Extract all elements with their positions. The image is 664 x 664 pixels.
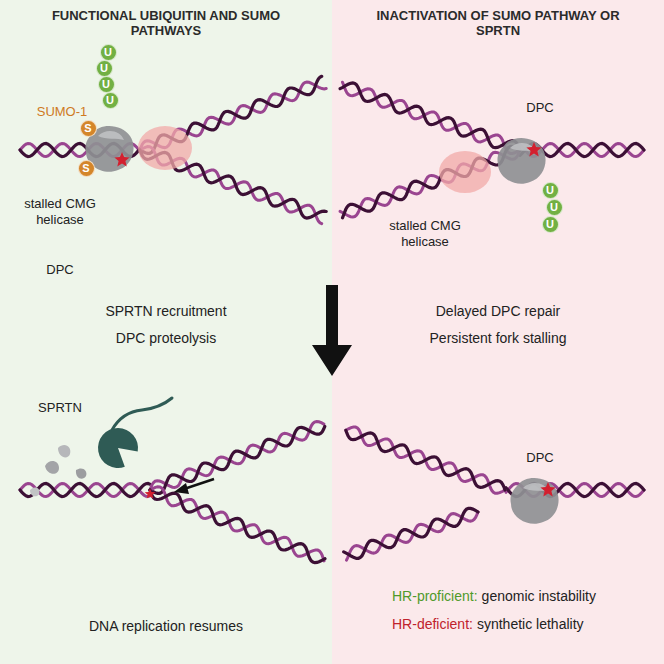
panel: FUNCTIONAL UBIQUITIN AND SUMO PATHWAYSUU… bbox=[0, 0, 332, 664]
crosslink-star bbox=[540, 482, 555, 497]
dna-strand bbox=[343, 82, 521, 153]
dpc-fragment bbox=[58, 445, 70, 457]
sprtn-tail bbox=[112, 398, 172, 430]
direction-arrowhead bbox=[174, 483, 189, 494]
crosslink-star bbox=[114, 152, 129, 167]
text-label: SPRTN bbox=[38, 400, 82, 416]
crosslink-star bbox=[145, 488, 156, 498]
text-label: DNA replication resumes bbox=[89, 618, 243, 635]
panel-heading: INACTIVATION OF SUMO PATHWAY OR SPRTN bbox=[362, 8, 634, 38]
panel: INACTIVATION OF SUMO PATHWAY OR SPRTNUUU… bbox=[332, 0, 664, 664]
cmg-helicase bbox=[439, 151, 491, 193]
dpc-fragment bbox=[45, 461, 59, 474]
text-label: HR-proficient: bbox=[392, 588, 478, 605]
text-label: stalled CMG helicase bbox=[382, 218, 468, 249]
direction-arrow bbox=[184, 479, 214, 489]
dna-strand bbox=[346, 430, 505, 490]
text-label: Persistent fork stalling bbox=[430, 330, 567, 347]
modifier-letter: U bbox=[100, 63, 108, 74]
modifier-letter: U bbox=[546, 219, 554, 230]
text-label: DPC bbox=[526, 100, 553, 116]
modifier-circle: U bbox=[546, 199, 563, 216]
modifier-letter: U bbox=[546, 185, 554, 196]
dna-strand bbox=[343, 147, 521, 218]
text-label: DPC bbox=[526, 450, 553, 466]
modifier-letter: U bbox=[550, 202, 558, 213]
modifier-circle: S bbox=[80, 120, 97, 137]
modifier-letter: U bbox=[106, 95, 114, 106]
text-label: DPC proteolysis bbox=[116, 330, 216, 347]
modifier-letter: U bbox=[104, 47, 112, 58]
modifier-circle: U bbox=[542, 216, 559, 233]
dna-strand bbox=[150, 426, 325, 493]
dpc-fragment bbox=[76, 468, 86, 478]
dna-strand bbox=[150, 487, 324, 561]
modifier-letter: S bbox=[84, 123, 91, 134]
modifier-circle: U bbox=[96, 60, 113, 77]
text-label: synthetic lethality bbox=[477, 616, 584, 633]
dna-strand bbox=[150, 422, 324, 491]
modifier-letter: S bbox=[82, 163, 89, 174]
cmg-helicase bbox=[138, 126, 192, 170]
dpc-fragment bbox=[30, 487, 39, 496]
text-label: Delayed DPC repair bbox=[436, 303, 561, 320]
dna-strand bbox=[340, 83, 520, 150]
text-label: SPRTN recruitment bbox=[105, 303, 226, 320]
dna-strand bbox=[340, 150, 520, 217]
down-arrow bbox=[312, 285, 352, 376]
modifier-letter: U bbox=[102, 79, 110, 90]
dna-strand bbox=[150, 490, 325, 563]
modifier-circle: U bbox=[100, 44, 117, 61]
dpc-protein bbox=[497, 138, 545, 184]
crosslink-star bbox=[526, 142, 541, 157]
dna-strand bbox=[346, 427, 505, 493]
modifier-circle: U bbox=[542, 182, 559, 199]
dna-strand bbox=[347, 512, 479, 560]
dna-strand bbox=[344, 508, 478, 558]
text-label: genomic instability bbox=[482, 588, 596, 605]
dpc-protein bbox=[510, 478, 558, 524]
modifier-circle: U bbox=[98, 76, 115, 93]
modifier-circle: S bbox=[78, 160, 95, 177]
text-label: DPC bbox=[46, 262, 73, 278]
text-label: HR-deficient: bbox=[392, 616, 473, 633]
dna-strand bbox=[20, 484, 150, 497]
panel-heading: FUNCTIONAL UBIQUITIN AND SUMO PATHWAYS bbox=[30, 8, 302, 38]
text-label: stalled CMG helicase bbox=[17, 196, 103, 227]
text-label: SUMO-1 bbox=[37, 104, 88, 120]
dna-strand bbox=[20, 484, 150, 497]
sprtn-protease bbox=[98, 428, 138, 468]
modifier-circle: U bbox=[102, 92, 119, 109]
